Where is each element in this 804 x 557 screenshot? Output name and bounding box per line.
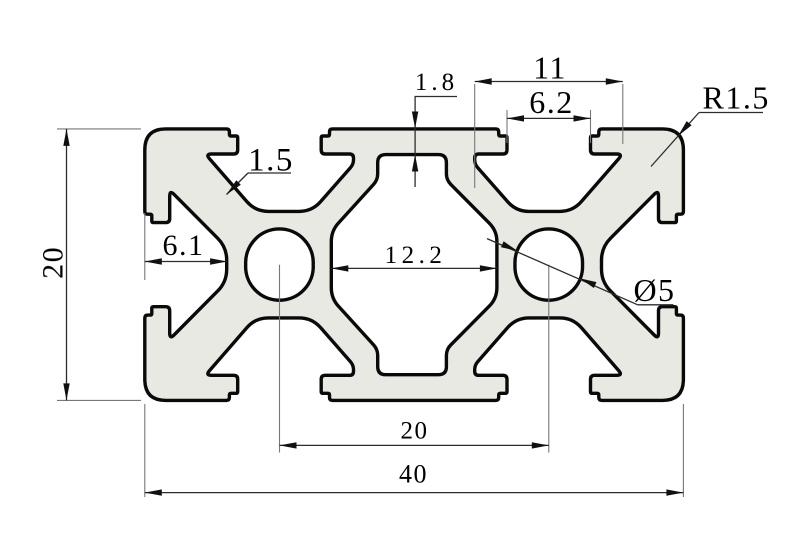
svg-text:6.2: 6.2 <box>529 84 574 120</box>
svg-text:1.5: 1.5 <box>248 143 294 179</box>
svg-text:1.8: 1.8 <box>415 69 458 96</box>
svg-text:11: 11 <box>533 49 567 85</box>
svg-text:40: 40 <box>399 460 428 489</box>
svg-text:R1.5: R1.5 <box>703 80 770 116</box>
svg-text:Ø5: Ø5 <box>633 272 675 308</box>
svg-text:20: 20 <box>36 246 69 279</box>
svg-text:20: 20 <box>401 418 429 445</box>
svg-text:6.1: 6.1 <box>163 229 205 262</box>
svg-text:12.2: 12.2 <box>385 242 447 269</box>
